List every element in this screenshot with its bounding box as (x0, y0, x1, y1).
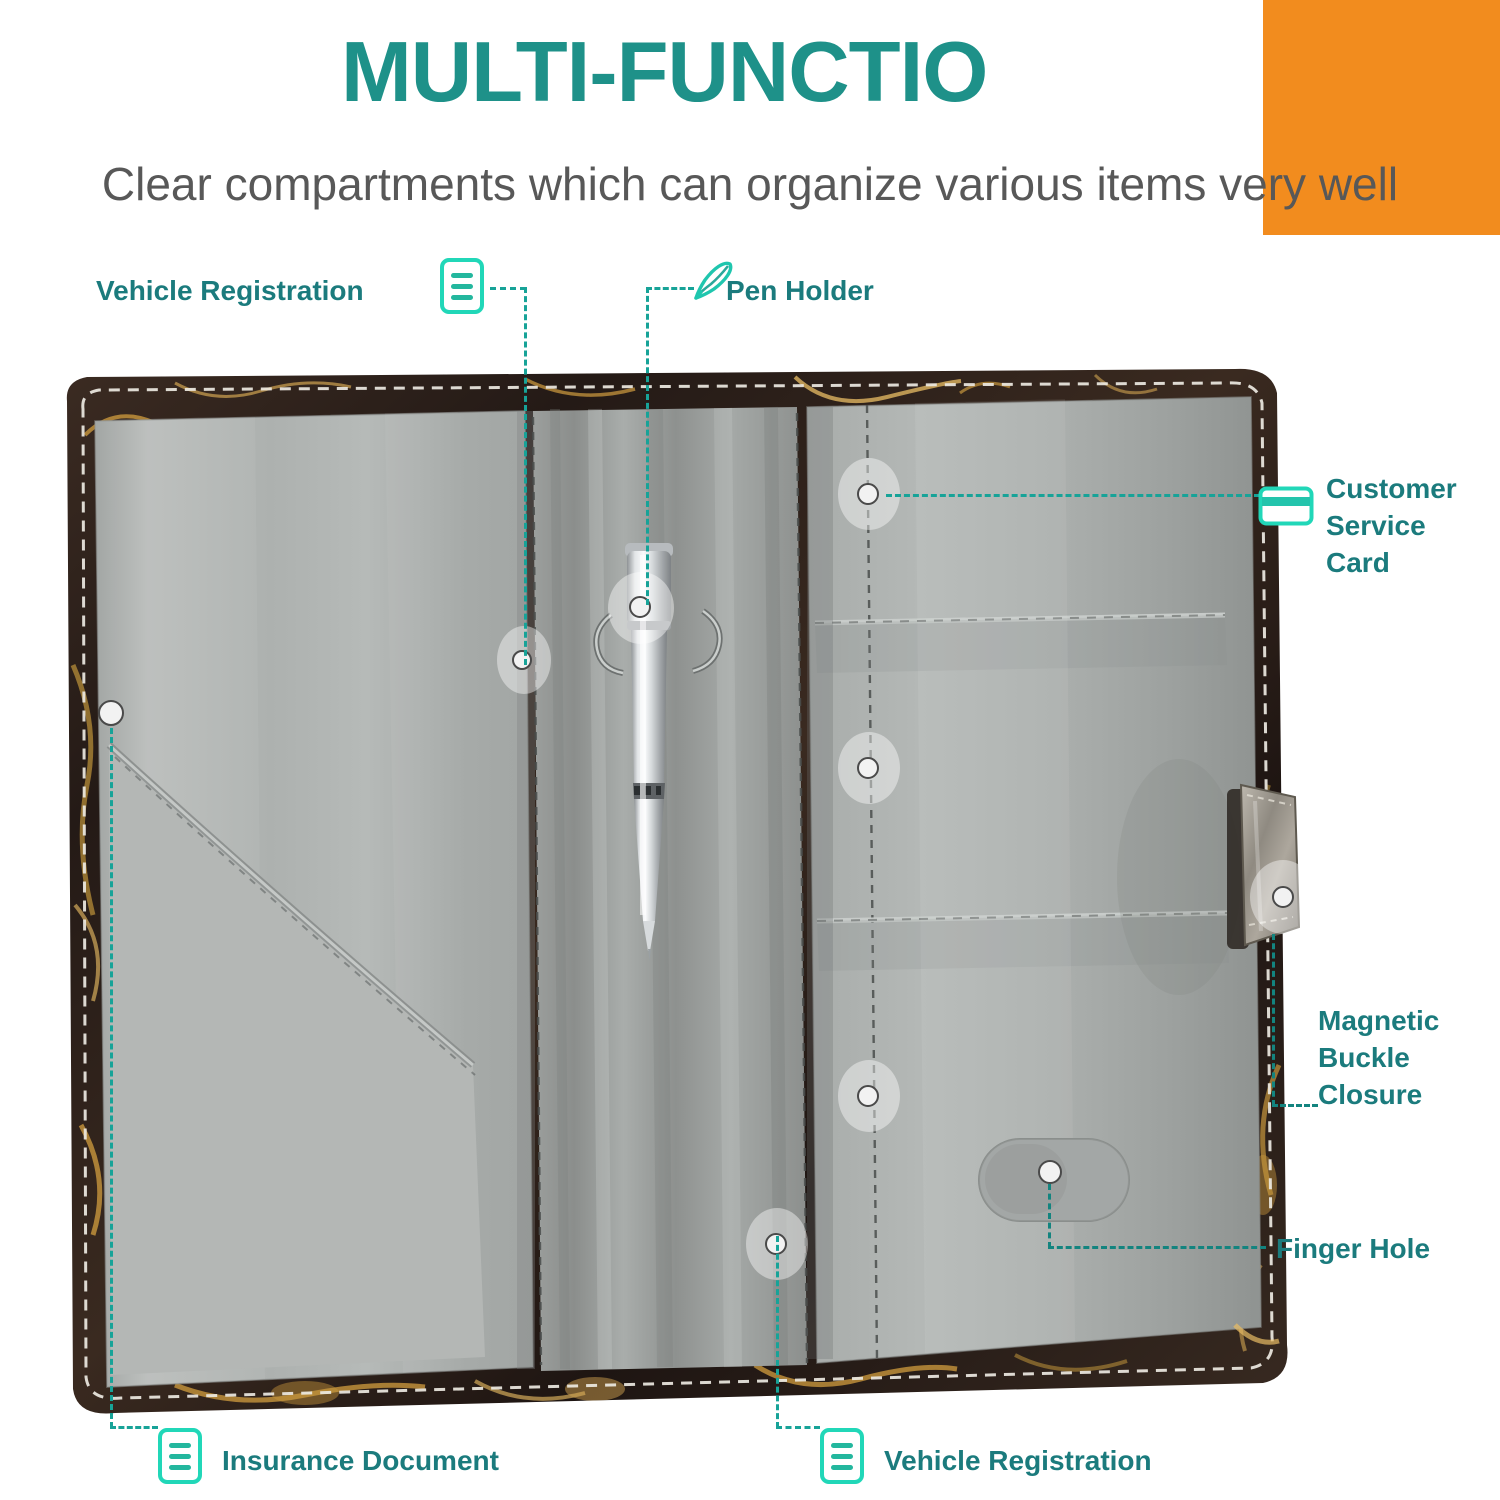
connector-pen-holder-v (646, 287, 649, 605)
product-photo (55, 365, 1300, 1425)
connector-customer-service-card-h (886, 494, 1260, 497)
connector-finger-hole-v (1048, 1184, 1051, 1248)
marker-customer-service-card (838, 458, 900, 530)
marker-finger-hole (1038, 1160, 1068, 1190)
page-subtitle-highlight: very well (1219, 158, 1399, 210)
pen-icon (690, 258, 738, 306)
connector-insurance-document-h (110, 1426, 158, 1429)
callout-label-pen-holder: Pen Holder (726, 275, 874, 306)
credit-card-icon (1258, 486, 1314, 526)
callout-label-magnetic-buckle-closure: Magnetic Buckle Closure (1318, 1005, 1440, 1110)
connector-vehicle-registration-bottom-h (776, 1426, 820, 1429)
marker-right-panel-middle (838, 732, 900, 804)
connector-pen-holder-h (646, 287, 694, 290)
callout-label-vehicle-registration-bottom: Vehicle Registration (884, 1445, 1152, 1476)
callout-label-customer-service-card: Customer Service Card (1326, 473, 1457, 578)
connector-vehicle-registration-bottom-v (776, 1236, 779, 1428)
marker-pen-holder (608, 572, 674, 644)
callout-label-insurance-document: Insurance Document (222, 1445, 499, 1476)
callout-label-vehicle-registration-top: Vehicle Registration (96, 275, 364, 306)
marker-magnetic-buckle (1250, 860, 1316, 934)
page-title-white-part: NAL (987, 25, 1160, 120)
document-lines-icon (440, 258, 484, 314)
orange-highlight-block (1263, 0, 1500, 235)
marker-right-panel-lower (838, 1060, 900, 1132)
connector-vehicle-registration-top-h (490, 287, 526, 290)
connector-magnetic-buckle-h (1272, 1104, 1318, 1107)
connector-magnetic-buckle-v (1272, 934, 1275, 1106)
connector-finger-hole-h (1048, 1246, 1266, 1249)
marker-insurance-pocket (98, 700, 128, 730)
page-title: MULTI-FUNCTIONAL (0, 18, 1500, 128)
callout-label-finger-hole: Finger Hole (1276, 1233, 1431, 1264)
connector-vehicle-registration-top-v (524, 287, 527, 665)
page-subtitle-plain: Clear compartments which can organize va… (101, 158, 1220, 210)
page-title-teal-part: MULTI-FUNCTIO (340, 25, 988, 120)
document-lines-icon (820, 1428, 864, 1484)
page-subtitle: Clear compartments which can organize va… (0, 155, 1500, 213)
connector-insurance-document-v (110, 728, 113, 1428)
document-lines-icon (158, 1428, 202, 1484)
